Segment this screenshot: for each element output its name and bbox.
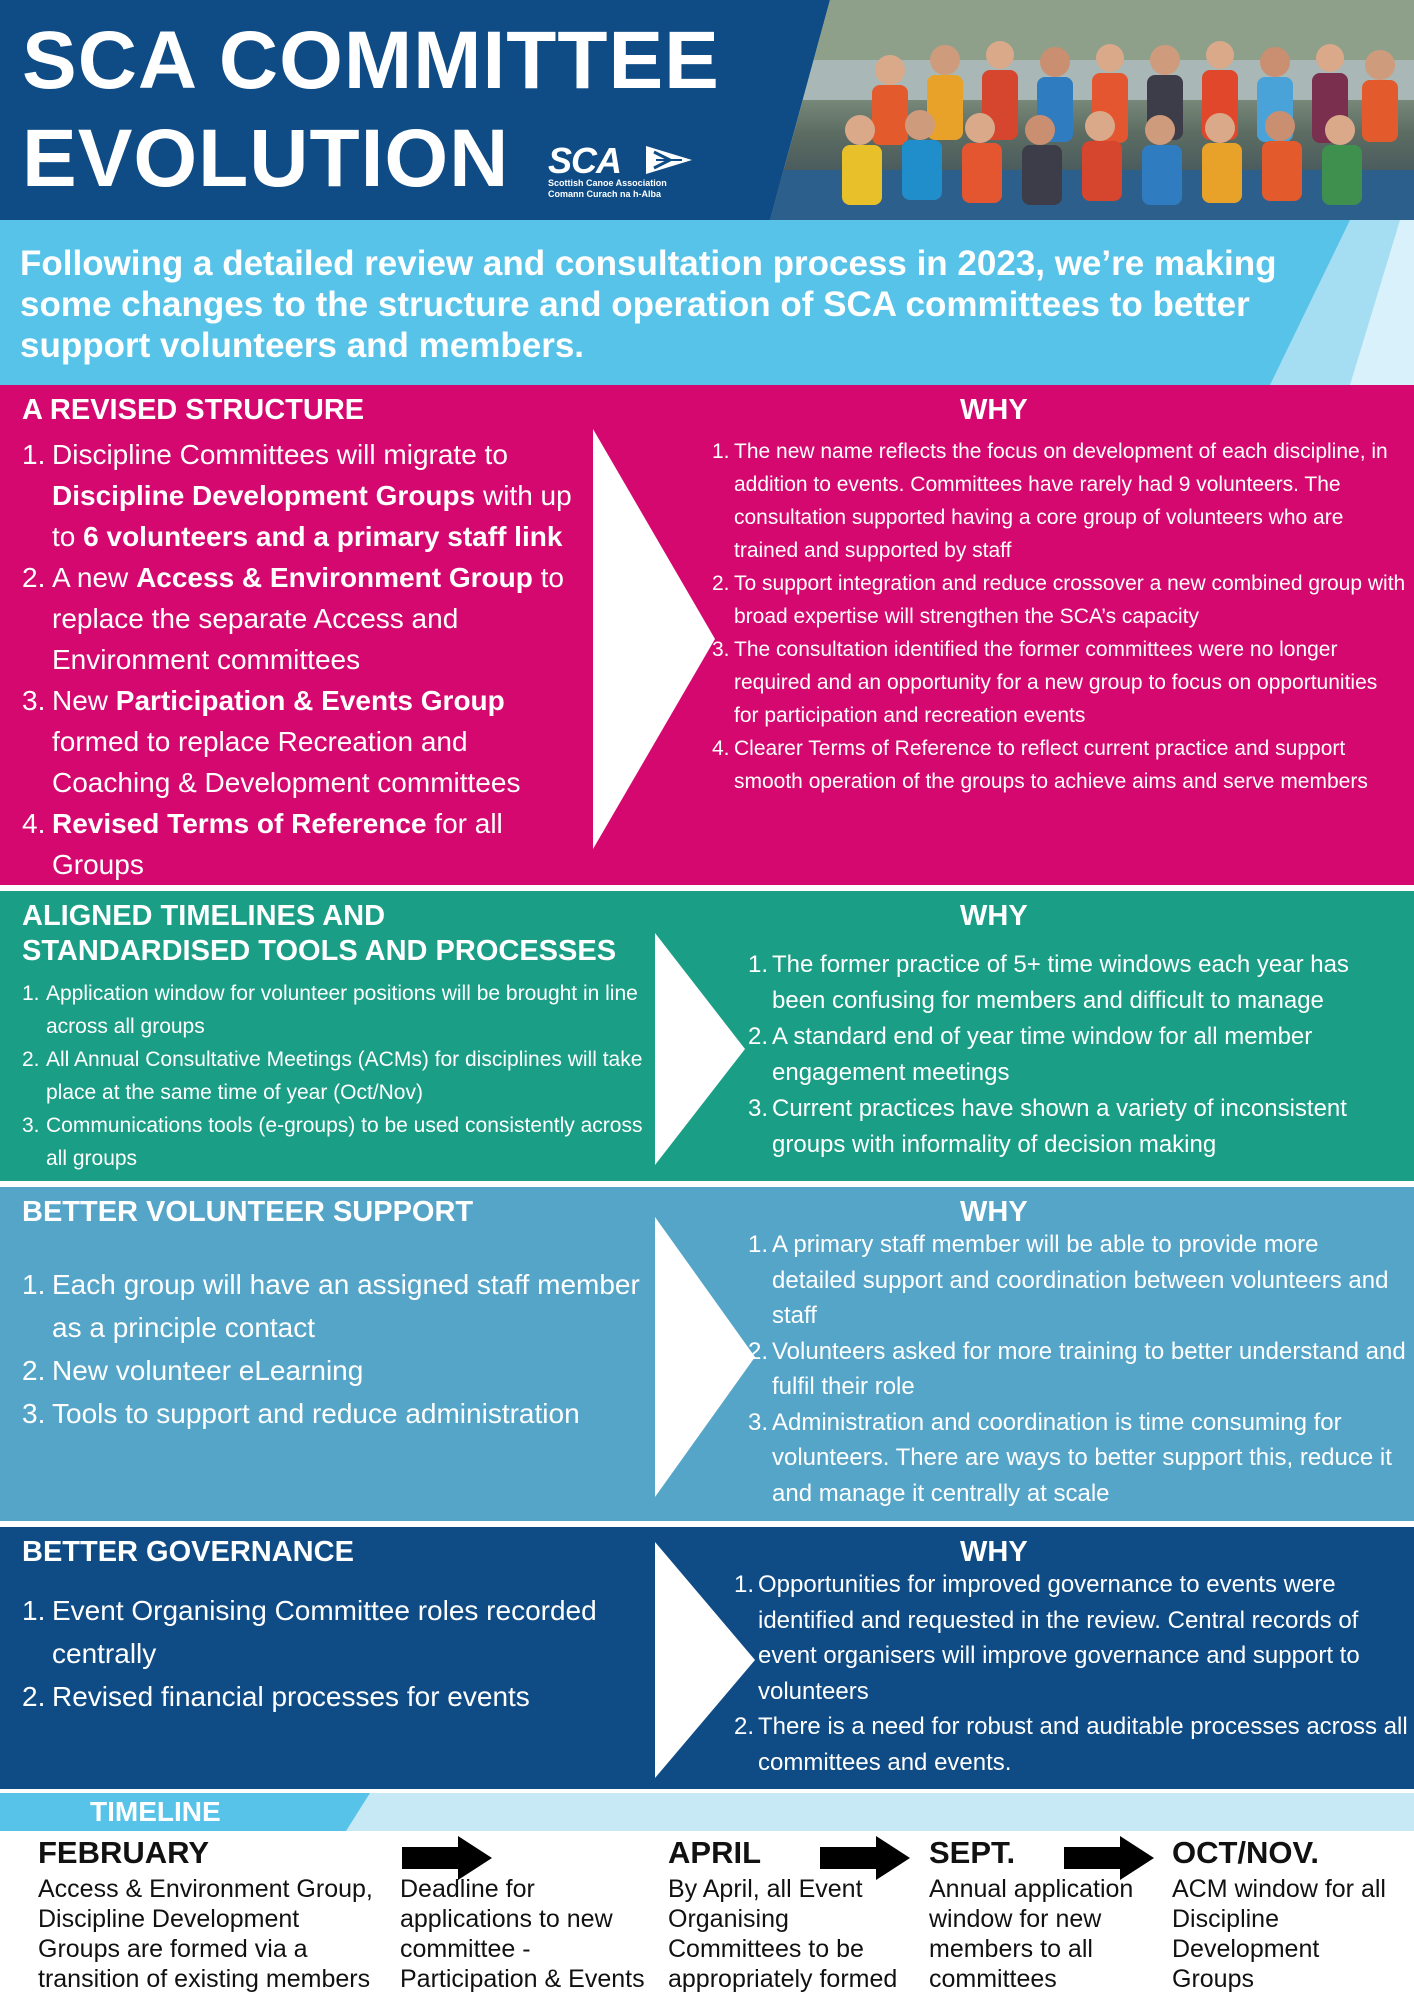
list-item: 4.Clearer Terms of Reference to reflect … <box>712 737 1368 793</box>
section-title: ALIGNED TIMELINES AND STANDARDISED TOOLS… <box>22 900 617 967</box>
list-item: 1.The former practice of 5+ time windows… <box>748 951 1349 1014</box>
timeline-month: FEBRUARY <box>38 1835 210 1870</box>
timeline-text: ACM window for all Discipline Developmen… <box>1172 1875 1386 1993</box>
volunteer-why-list: 1.A primary staff member will be able to… <box>748 1227 1408 1511</box>
timeline-month: SEPT. <box>929 1835 1016 1870</box>
group-photo <box>770 0 1414 220</box>
list-item: 1.Opportunities for improved governance … <box>734 1571 1360 1705</box>
list-item: 2.There is a need for robust and auditab… <box>734 1713 1408 1776</box>
volunteer-list: 1.Each group will have an assigned staff… <box>22 1263 652 1435</box>
timeline-text: Deadline for applications to new committ… <box>400 1875 645 1993</box>
timeline-label: TIMELINE <box>90 1796 221 1827</box>
logo-subtitle-gaelic: Comann Curach na h-Alba <box>548 189 662 199</box>
why-label: WHY <box>960 394 1028 426</box>
intro-banner <box>0 220 1414 385</box>
why-label: WHY <box>960 900 1028 932</box>
governance-list: 1.Event Organising Committee roles recor… <box>22 1589 652 1718</box>
list-item: 3.Administration and coordination is tim… <box>748 1408 1392 1507</box>
list-item: 3.The consultation identified the former… <box>712 638 1378 727</box>
why-label: WHY <box>960 1536 1028 1568</box>
list-item: 1.Application window for volunteer posit… <box>22 982 638 1038</box>
sca-logo: SCA Scottish Canoe Association Comann Cu… <box>548 140 708 199</box>
paddlers-group-image <box>770 0 1414 220</box>
chevron-right-icon <box>655 1217 755 1497</box>
section-aligned-timelines: ALIGNED TIMELINES AND STANDARDISED TOOLS… <box>0 891 1414 1181</box>
timeline-text: By April, all Event Organising Committee… <box>668 1875 898 1993</box>
list-item: 1.Each group will have an assigned staff… <box>22 1269 640 1343</box>
timeline-text: Annual application window for new member… <box>929 1875 1134 1993</box>
title-line-2: EVOLUTION <box>22 113 510 204</box>
list-item: 2.New volunteer eLearning <box>22 1355 364 1386</box>
list-item: 1.Discipline Committees will migrate to … <box>22 439 572 552</box>
arrow-right-icon <box>1064 1836 1154 1880</box>
section-governance: BETTER GOVERNANCE WHY 1.Event Organising… <box>0 1527 1414 1789</box>
list-item: 2.A new Access & Environment Group to re… <box>22 562 564 675</box>
why-label: WHY <box>960 1196 1028 1228</box>
list-item: 2.A standard end of year time window for… <box>748 1023 1313 1086</box>
chevron-right-icon <box>593 429 715 849</box>
timeline-text: Access & Environment Group, Discipline D… <box>38 1875 373 1993</box>
section-title: A REVISED STRUCTURE <box>22 394 365 426</box>
list-item: 4.Revised Terms of Reference for all Gro… <box>22 808 503 880</box>
boat-flag-icon <box>646 146 692 174</box>
list-item: 2.All Annual Consultative Meetings (ACMs… <box>22 1048 643 1104</box>
timeline-month: APRIL <box>668 1835 761 1870</box>
section-title: BETTER VOLUNTEER SUPPORT <box>22 1196 474 1228</box>
page-title: SCA COMMITTEE EVOLUTION <box>22 12 782 208</box>
arrow-right-icon <box>402 1836 492 1880</box>
list-item: 1.A primary staff member will be able to… <box>748 1231 1389 1329</box>
logo-subtitle-english: Scottish Canoe Association <box>548 178 667 188</box>
timeline-tab <box>0 1793 370 1831</box>
list-item: 3.Tools to support and reduce administra… <box>22 1398 580 1429</box>
structure-why-list: 1.The new name reflects the focus on dev… <box>712 435 1406 798</box>
list-item: 2.To support integration and reduce cros… <box>712 572 1406 628</box>
list-item: 2.Volunteers asked for more training to … <box>748 1337 1406 1401</box>
timelines-list: 1.Application window for volunteer posit… <box>22 977 652 1175</box>
intro-text: Following a detailed review and consulta… <box>20 244 1277 365</box>
title-line-1: SCA COMMITTEE <box>22 15 720 106</box>
governance-why-list: 1.Opportunities for improved governance … <box>734 1567 1408 1780</box>
timelines-why-list: 1.The former practice of 5+ time windows… <box>748 947 1408 1163</box>
timeline-month: OCT/NOV. <box>1172 1835 1319 1870</box>
list-item: 1.Event Organising Committee roles recor… <box>22 1595 597 1669</box>
structure-list: 1.Discipline Committees will migrate to … <box>22 434 592 885</box>
chevron-right-icon <box>655 933 745 1165</box>
list-item: 2.Revised financial processes for events <box>22 1681 530 1712</box>
logo-mark: SCA <box>548 140 622 181</box>
list-item: 3.Communications tools (e-groups) to be … <box>22 1114 643 1170</box>
list-item: 3.Current practices have shown a variety… <box>748 1095 1347 1158</box>
section-title: BETTER GOVERNANCE <box>22 1536 354 1568</box>
list-item: 3.New Participation & Events Group forme… <box>22 685 521 798</box>
arrow-right-icon <box>820 1836 910 1880</box>
section-volunteer-support: BETTER VOLUNTEER SUPPORT WHY 1.Each grou… <box>0 1187 1414 1521</box>
header-panel <box>0 0 830 220</box>
section-revised-structure: A REVISED STRUCTURE WHY 1.Discipline Com… <box>0 385 1414 885</box>
list-item: 1.The new name reflects the focus on dev… <box>712 440 1388 562</box>
